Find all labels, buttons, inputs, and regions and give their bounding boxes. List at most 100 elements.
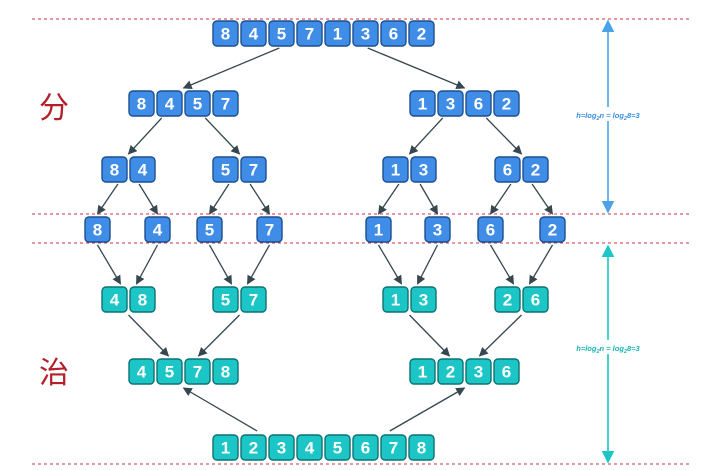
divide-arrow (249, 183, 271, 215)
merge-cell-value: 6 (361, 439, 370, 458)
divide-cell-value: 6 (503, 161, 512, 180)
merge-cell-value: 3 (277, 439, 286, 458)
divide-cell: 6 (465, 90, 492, 117)
merge-cell-value: 4 (110, 291, 120, 310)
merge-cell-box (410, 286, 437, 313)
merge-cell: 5 (212, 286, 239, 313)
merge-arrow (416, 244, 439, 285)
merge-cell: 2 (494, 286, 521, 313)
merge-cell-box (296, 434, 323, 461)
divide-cell-box (380, 20, 407, 47)
merge-arrow (478, 314, 522, 357)
divide-cell: 8 (101, 156, 128, 183)
merge-arrow (96, 244, 122, 285)
divide-cell: 1 (365, 216, 392, 243)
merge-cell-box (101, 286, 128, 313)
merge-cell: 4 (296, 434, 323, 461)
divide-cell: 5 (184, 90, 211, 117)
divide-arrow (408, 117, 444, 155)
divide-cell: 4 (156, 90, 183, 117)
merge-cell: 7 (240, 286, 267, 313)
divide-cell: 3 (424, 216, 451, 243)
divide-cell-box (352, 20, 379, 47)
divide-cell-value: 6 (389, 25, 398, 44)
divide-cell-box (408, 20, 435, 47)
divide-cell: 2 (408, 20, 435, 47)
divide-cell: 1 (324, 20, 351, 47)
merge-cell-value: 1 (221, 439, 230, 458)
divide-cell: 6 (477, 216, 504, 243)
divide-cell-box (382, 156, 409, 183)
divide-cell-value: 5 (193, 95, 202, 114)
divide-cell-box (156, 90, 183, 117)
divide-cell: 4 (129, 156, 156, 183)
divide-cell: 8 (212, 20, 239, 47)
merge-cell-value: 8 (138, 291, 147, 310)
merge-cell-box (409, 358, 436, 385)
divide-cell-box (324, 20, 351, 47)
divide-cell-value: 5 (277, 25, 286, 44)
merge-cell-box (494, 286, 521, 313)
divide-cell: 8 (84, 216, 111, 243)
merge-arrow (409, 314, 451, 357)
final-merge-arrow (389, 387, 466, 432)
divide-cell-value: 6 (486, 221, 495, 240)
divide-cell-box (365, 216, 392, 243)
merge-cell: 5 (156, 358, 183, 385)
divide-cell-box (539, 216, 566, 243)
merge-cell-value: 5 (221, 291, 230, 310)
divide-arrow (204, 117, 241, 155)
divide-cell: 2 (522, 156, 549, 183)
merge-cell-box (437, 358, 464, 385)
divide-cell-box (184, 90, 211, 117)
divide-cell-value: 8 (221, 25, 230, 44)
divide-cell: 1 (382, 156, 409, 183)
merge-cell-box (240, 434, 267, 461)
divide-cell-box (212, 20, 239, 47)
divide-cell-box (128, 90, 155, 117)
divide-cell-box (493, 90, 520, 117)
divide-cell-value: 1 (374, 221, 383, 240)
merge-cell: 3 (465, 358, 492, 385)
divide-cell-value: 5 (221, 161, 230, 180)
divide-cell-box (296, 20, 323, 47)
merge-cell-value: 8 (417, 439, 426, 458)
merge-cell-box (212, 434, 239, 461)
merge-cell-value: 4 (305, 439, 315, 458)
divide-cell-value: 7 (249, 161, 258, 180)
merge-cell: 2 (437, 358, 464, 385)
divide-cell-box (522, 156, 549, 183)
divide-arrow (377, 183, 400, 215)
divide-cell-value: 3 (446, 95, 455, 114)
merge-cell: 3 (410, 286, 437, 313)
divide-cell: 6 (380, 20, 407, 47)
divide-cell: 7 (212, 90, 239, 117)
merge-arrow (197, 314, 240, 357)
divide-cell-value: 6 (474, 95, 483, 114)
divide-cell-value: 1 (418, 95, 427, 114)
arrows-layer (96, 47, 554, 432)
divide-cell: 3 (437, 90, 464, 117)
merge-cell-box (522, 286, 549, 313)
divide-cell-value: 3 (419, 161, 428, 180)
merge-cell: 4 (101, 286, 128, 313)
divide-arrow (182, 47, 280, 90)
divide-arrow (138, 183, 159, 215)
divide-cell-box (101, 156, 128, 183)
divide-arrow (127, 117, 163, 155)
divide-cell: 5 (212, 156, 239, 183)
divide-cell-box (240, 20, 267, 47)
merge-cell-value: 7 (249, 291, 258, 310)
merge-cell: 7 (380, 434, 407, 461)
divide-cell-value: 2 (531, 161, 540, 180)
divide-cell-box (212, 90, 239, 117)
merge-cell: 1 (382, 286, 409, 313)
merge-cell-box (408, 434, 435, 461)
merge-arrow (135, 244, 159, 285)
merge-cell-value: 5 (333, 439, 342, 458)
divide-cell-value: 2 (417, 25, 426, 44)
divide-cell-value: 8 (110, 161, 119, 180)
divide-arrow (489, 183, 512, 215)
